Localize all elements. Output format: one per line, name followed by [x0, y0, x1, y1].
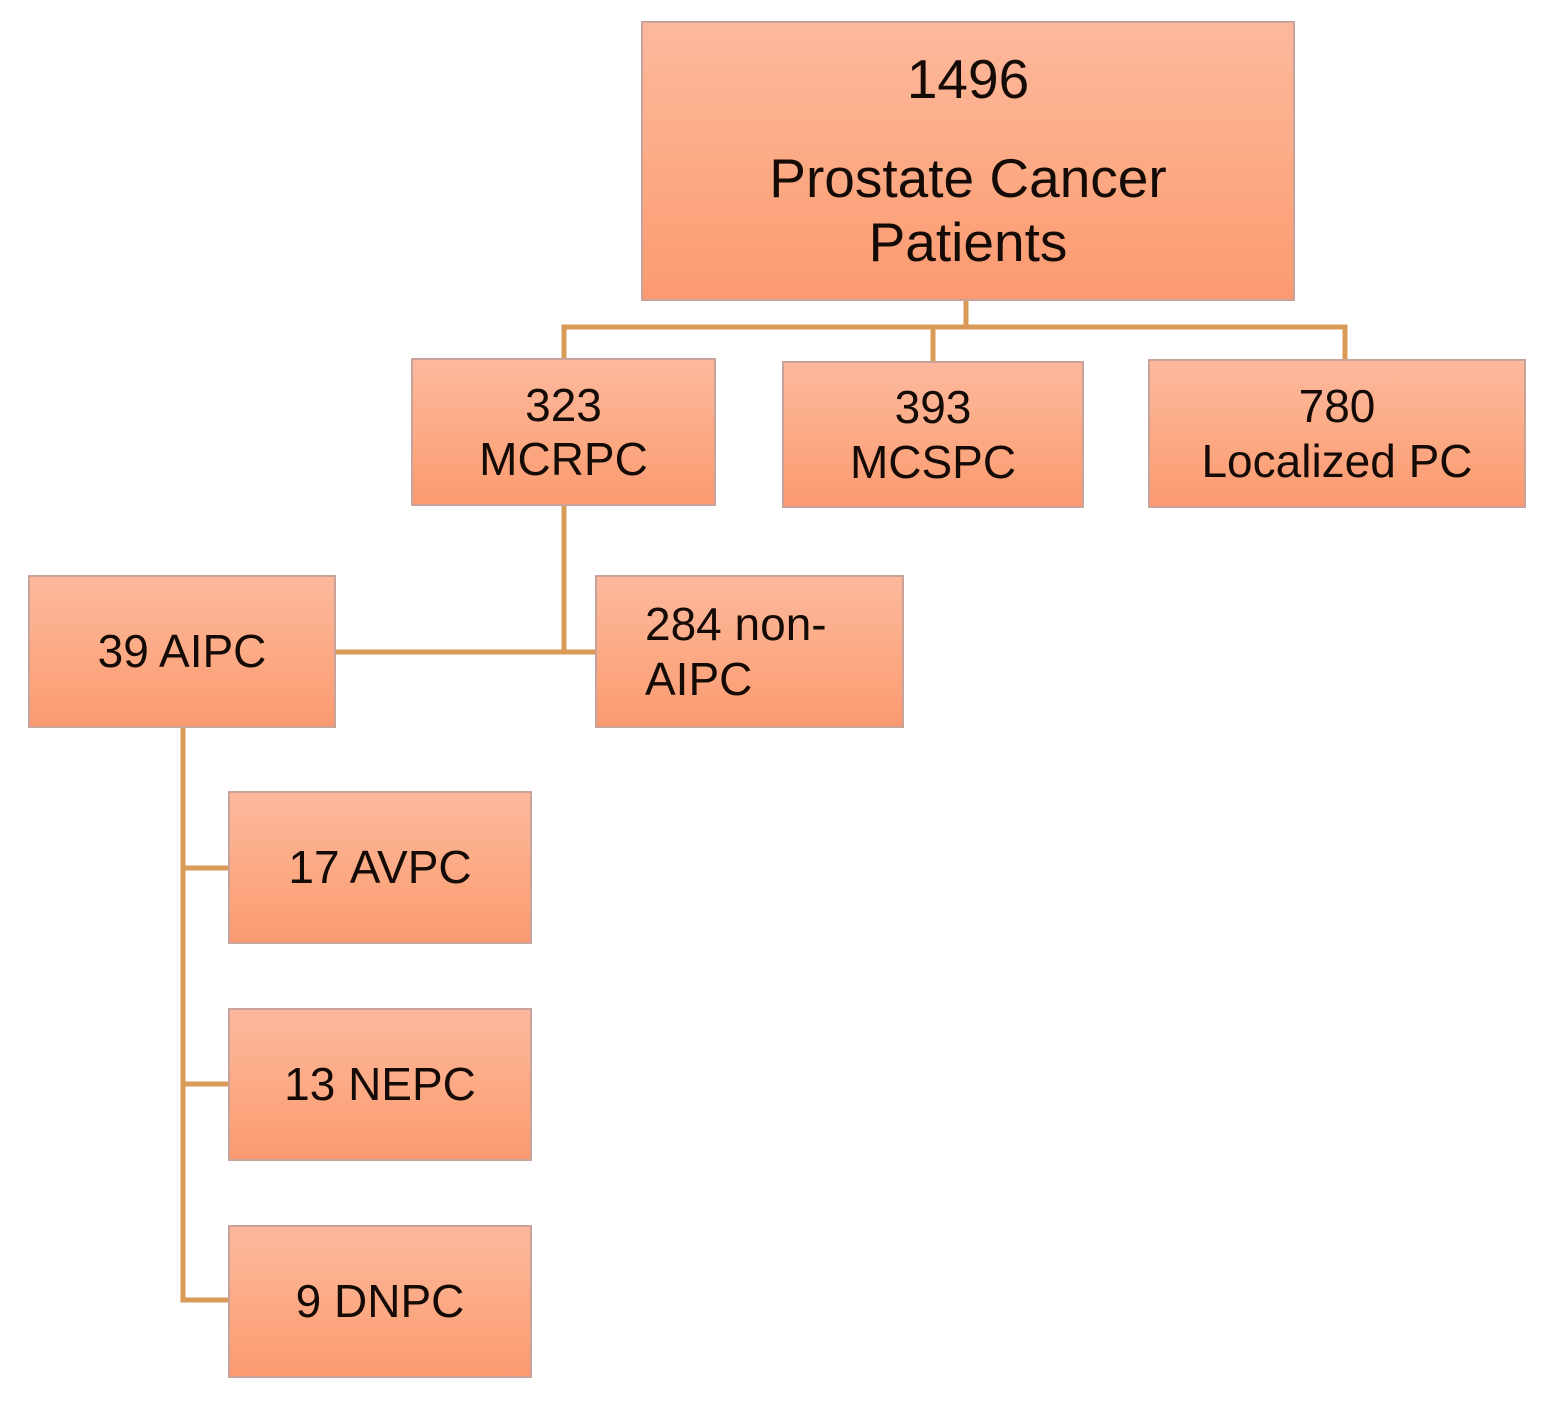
node-nepc[interactable]: 13 NEPC — [228, 1008, 532, 1161]
node-avpc-label: 17 AVPC — [288, 841, 472, 894]
node-non-aipc-label-line-1: 284 non- — [645, 598, 827, 651]
node-aipc[interactable]: 39 AIPC — [28, 575, 336, 728]
node-mcrpc[interactable]: 323 MCRPC — [411, 358, 716, 506]
node-nepc-label: 13 NEPC — [284, 1058, 476, 1111]
node-localized-pc[interactable]: 780 Localized PC — [1148, 359, 1526, 508]
node-mcspc[interactable]: 393 MCSPC — [782, 361, 1084, 508]
node-non-aipc[interactable]: 284 non- AIPC — [595, 575, 904, 728]
node-mcspc-count: 393 — [894, 381, 972, 434]
node-dnpc[interactable]: 9 DNPC — [228, 1225, 532, 1378]
node-localized-count: 780 — [1298, 380, 1376, 433]
node-mcrpc-label: MCRPC — [479, 433, 648, 485]
node-root-label-line-1: Prostate Cancer — [769, 146, 1167, 209]
node-root-label-line-2: Patients — [868, 211, 1068, 274]
node-mcspc-label: MCSPC — [849, 435, 1017, 488]
node-root-prostate-cancer-patients[interactable]: 1496 Prostate Cancer Patients — [641, 21, 1295, 301]
node-avpc[interactable]: 17 AVPC — [228, 791, 532, 944]
node-non-aipc-label-line-2: AIPC — [645, 652, 753, 705]
node-dnpc-label: 9 DNPC — [295, 1275, 465, 1328]
node-mcrpc-count: 323 — [525, 378, 602, 431]
node-localized-label: Localized PC — [1201, 434, 1473, 487]
node-aipc-label: 39 AIPC — [97, 625, 267, 678]
node-root-count: 1496 — [906, 47, 1030, 110]
